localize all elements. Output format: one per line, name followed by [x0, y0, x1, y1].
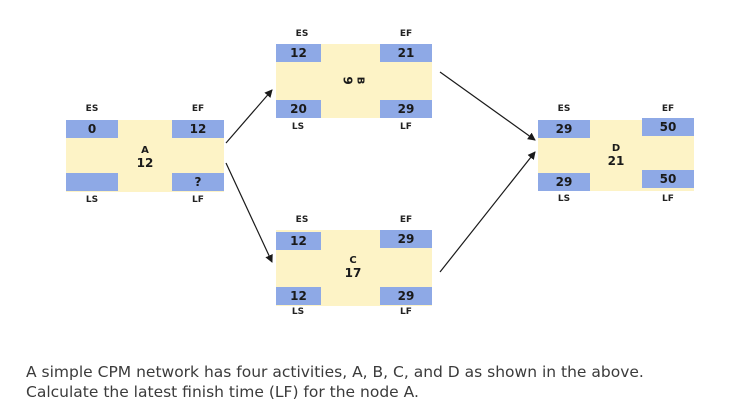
- arrow-c-to-d: [439, 151, 536, 273]
- node-a-center: A 12: [125, 145, 165, 170]
- node-b-lf-label: LF: [400, 122, 412, 132]
- node-a-duration: 12: [136, 156, 154, 170]
- question-line-2: Calculate the latest finish time (LF) fo…: [26, 383, 419, 401]
- node-d-ls-value: 29: [538, 173, 590, 191]
- node-b-center: B 9: [341, 61, 366, 101]
- node-c-es-label: ES: [295, 215, 309, 225]
- node-c-name: C: [349, 255, 357, 266]
- node-d-es-value: 29: [538, 120, 590, 138]
- node-c-center: C 17: [333, 255, 373, 280]
- node-b-es-label: ES: [295, 29, 309, 39]
- node-b-lf-value: 29: [380, 100, 432, 118]
- node-d-ef-value: 50: [642, 118, 694, 136]
- node-a-es-value: 0: [66, 120, 118, 138]
- node-c-lf-value: 29: [380, 287, 432, 305]
- node-a-ef-value: 12: [172, 120, 224, 138]
- node-c-duration: 17: [344, 266, 362, 280]
- node-c-ef-label: EF: [399, 215, 413, 225]
- node-a-lf-value: ?: [172, 173, 224, 191]
- node-a-es-label: ES: [85, 104, 99, 114]
- node-b-ls-label: LS: [291, 122, 305, 132]
- node-a-lf-label: LF: [192, 195, 204, 205]
- node-b-duration: 9: [340, 76, 355, 85]
- node-b-ef-label: EF: [399, 29, 413, 39]
- node-c-ls-label: LS: [291, 307, 305, 317]
- node-d-es-label: ES: [557, 104, 571, 114]
- arrow-a-to-c: [225, 162, 273, 263]
- node-d-center: D 21: [596, 143, 636, 168]
- node-a-ls-value: [66, 173, 118, 191]
- node-c-es-value: 12: [276, 232, 321, 250]
- node-a-name: A: [141, 145, 149, 156]
- node-a-ls-label: LS: [85, 195, 99, 205]
- node-a-ef-label: EF: [191, 104, 205, 114]
- node-b-ls-value: 20: [276, 100, 321, 118]
- node-d-lf-value: 50: [642, 170, 694, 188]
- arrow-a-to-b: [225, 89, 273, 144]
- node-b-es-value: 12: [276, 44, 321, 62]
- node-b-name: B: [354, 76, 366, 85]
- question-text: A simple CPM network has four activities…: [26, 362, 726, 402]
- node-d-ls-label: LS: [557, 194, 571, 204]
- node-c-ls-value: 12: [276, 287, 321, 305]
- node-d-lf-label: LF: [662, 194, 674, 204]
- question-line-1: A simple CPM network has four activities…: [26, 363, 644, 381]
- node-c-ef-value: 29: [380, 230, 432, 248]
- node-d-name: D: [611, 143, 621, 154]
- node-d-duration: 21: [607, 154, 625, 168]
- node-d-ef-label: EF: [661, 104, 675, 114]
- node-b-ef-value: 21: [380, 44, 432, 62]
- node-c-lf-label: LF: [400, 307, 412, 317]
- arrow-b-to-d: [439, 71, 536, 141]
